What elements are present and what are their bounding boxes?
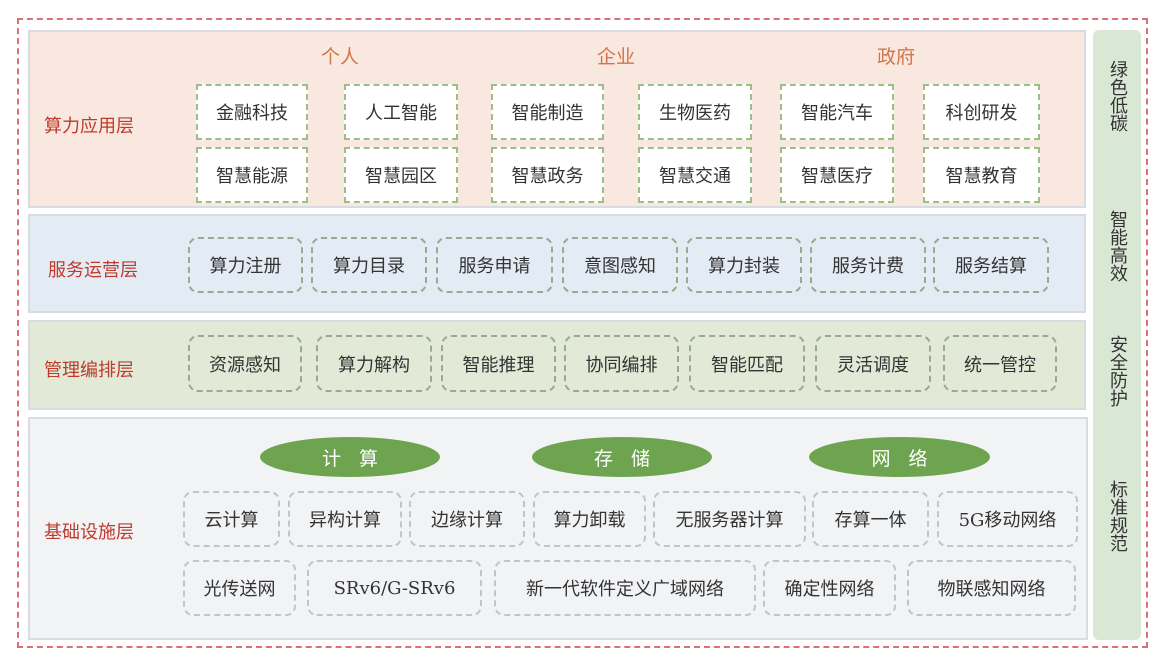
app-layer-label: 算力应用层 (44, 116, 134, 137)
service-item: 算力注册 (188, 237, 303, 293)
app-item: 智慧医疗 (780, 147, 894, 203)
outer-frame (17, 18, 1148, 648)
app-item: 智慧教育 (923, 147, 1040, 203)
group-compute: 计算 (260, 437, 440, 477)
manage-item: 智能推理 (441, 335, 556, 392)
infra-layer-label: 基础设施层 (44, 522, 134, 543)
app-item: 智慧园区 (344, 147, 458, 203)
infra-item: 边缘计算 (409, 491, 525, 547)
category-enterprise: 企业 (597, 46, 636, 68)
category-government: 政府 (877, 46, 916, 68)
side-standard: 标准规范 (1107, 480, 1128, 552)
side-efficient: 智能高效 (1107, 210, 1128, 282)
group-storage: 存储 (532, 437, 712, 477)
app-item: 智慧能源 (196, 147, 308, 203)
category-personal: 个人 (321, 46, 360, 68)
manage-item: 统一管控 (943, 335, 1057, 392)
infra-item: 无服务器计算 (653, 491, 806, 547)
infra-item: SRv6/G-SRv6 (307, 560, 482, 616)
service-item: 意图感知 (562, 237, 678, 293)
app-item: 生物医药 (638, 84, 752, 140)
app-item: 智慧交通 (638, 147, 752, 203)
service-item: 算力目录 (311, 237, 427, 293)
app-item: 智能汽车 (780, 84, 894, 140)
infra-item: 物联感知网络 (907, 560, 1076, 616)
app-item: 人工智能 (344, 84, 458, 140)
infra-item: 5G移动网络 (937, 491, 1078, 547)
side-column (1093, 30, 1141, 640)
manage-item: 灵活调度 (815, 335, 931, 392)
infra-item: 存算一体 (812, 491, 929, 547)
service-item: 算力封装 (686, 237, 802, 293)
side-security: 安全防护 (1107, 335, 1128, 407)
side-green: 绿色低碳 (1107, 60, 1128, 132)
manage-item: 协同编排 (564, 335, 679, 392)
infra-item: 光传送网 (183, 560, 296, 616)
service-item: 服务结算 (933, 237, 1049, 293)
infra-item: 新一代软件定义广域网络 (494, 560, 756, 616)
app-item: 金融科技 (196, 84, 308, 140)
app-item: 科创研发 (923, 84, 1040, 140)
infra-item: 异构计算 (288, 491, 402, 547)
service-item: 服务申请 (436, 237, 553, 293)
app-item: 智能制造 (491, 84, 604, 140)
infra-item: 确定性网络 (763, 560, 896, 616)
group-network: 网络 (809, 437, 990, 477)
service-item: 服务计费 (810, 237, 926, 293)
infra-item: 算力卸载 (533, 491, 646, 547)
app-item: 智慧政务 (491, 147, 604, 203)
manage-layer-label: 管理编排层 (44, 360, 134, 381)
infra-item: 云计算 (183, 491, 280, 547)
manage-item: 资源感知 (188, 335, 302, 392)
manage-item: 智能匹配 (689, 335, 805, 392)
service-layer (28, 214, 1086, 313)
manage-item: 算力解构 (316, 335, 432, 392)
service-layer-label: 服务运营层 (48, 260, 138, 281)
